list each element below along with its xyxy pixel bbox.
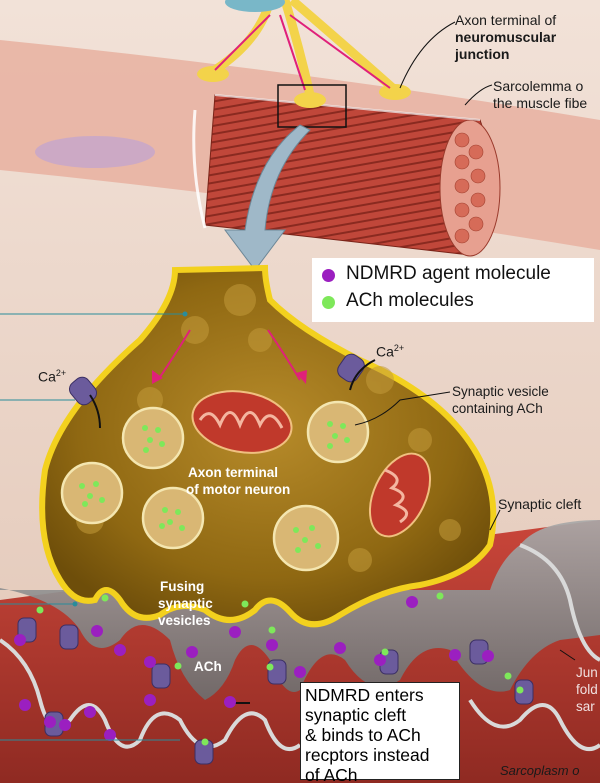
label-axon-terminal-nmj-line2: neuromuscular xyxy=(455,29,557,45)
legend: NDMRD agent molecule ACh molecules xyxy=(312,258,594,322)
label-synaptic-cleft: Synaptic cleft xyxy=(498,496,581,513)
label-axon-motor-line1: Axon terminal xyxy=(188,465,279,480)
myofibril-bundle xyxy=(192,94,501,257)
nerve-branches xyxy=(197,0,411,108)
nucleus xyxy=(35,136,155,168)
label-ca-left-text: Ca xyxy=(38,368,56,385)
calcium-channels xyxy=(68,353,365,406)
callout-line4: recptors instead xyxy=(305,745,430,765)
label-junctional-line2: fold xyxy=(576,682,598,697)
mitochondrion-1 xyxy=(191,390,293,454)
label-ca-right-text: Ca xyxy=(376,343,394,360)
label-synaptic-vesicle: Synaptic vesicle containing ACh xyxy=(452,383,549,417)
mitochondrion-2 xyxy=(368,452,432,538)
callout-line2: synaptic cleft xyxy=(305,705,407,725)
label-axon-motor-line2: of motor neuron xyxy=(186,482,291,497)
ndmrd-molecules xyxy=(14,596,494,741)
label-synaptic-vesicle-line1: Synaptic vesicle xyxy=(452,384,549,399)
label-fusing-vesicles: Fusing synaptic vesicles xyxy=(158,578,213,629)
vesicle-ach xyxy=(79,421,350,553)
label-sarcolemma-line1: Sarcolemma o xyxy=(493,78,584,94)
black-arrows xyxy=(89,359,376,704)
label-ca-left-sup: 2+ xyxy=(55,368,67,378)
label-synaptic-vesicle-line2: containing ACh xyxy=(452,401,543,416)
legend-ach-label: ACh molecules xyxy=(346,290,474,311)
callout-line3: & binds to ACh xyxy=(305,725,421,745)
label-fusing-line1: Fusing xyxy=(160,579,205,594)
legend-ndmrd-swatch xyxy=(322,269,335,282)
ca-influx-arrows xyxy=(157,329,301,381)
label-fusing-line2: synaptic xyxy=(158,596,213,611)
label-axon-terminal-nmj-line3: junction xyxy=(455,46,510,62)
cleft-ach-molecules xyxy=(36,592,524,746)
label-ca-right-sup: 2+ xyxy=(393,343,405,353)
label-axon-terminal-motor: Axon terminal of motor neuron xyxy=(186,464,290,498)
legend-ach-swatch xyxy=(322,296,335,309)
label-sarcolemma-line2: the muscle fibe xyxy=(493,95,588,111)
callout-line1: NDMRD enters xyxy=(305,685,424,705)
label-synaptic-cleft-text: Synaptic cleft xyxy=(498,496,582,512)
label-fusing-line3: vesicles xyxy=(158,613,211,628)
label-axon-terminal-nmj: Axon terminal of neuromuscular junction xyxy=(455,12,556,63)
label-junctional-line3: sar xyxy=(576,699,595,714)
legend-ndmrd-label: NDMRD agent molecule xyxy=(346,263,551,284)
ndmrd-callout: NDMRD enters synaptic cleft & binds to A… xyxy=(300,682,460,783)
label-sarcoplasm: Sarcoplasm o xyxy=(500,762,600,779)
label-ach: ACh xyxy=(194,658,222,675)
label-sarcolemma: Sarcolemma o the muscle fibe xyxy=(493,78,600,112)
callout-line5: of ACh xyxy=(305,765,358,783)
label-ach-text: ACh xyxy=(194,659,222,674)
leader-lines xyxy=(354,21,576,661)
label-junctional-folds: Jun fold sar xyxy=(576,664,600,715)
label-ca-right: Ca2+ xyxy=(376,340,404,361)
label-ca-left: Ca2+ xyxy=(38,365,66,386)
label-junctional-line1: Jun xyxy=(576,665,598,680)
label-sarcoplasm-text: Sarcoplasm o xyxy=(500,763,580,778)
vesicles xyxy=(60,400,370,572)
terminal-shading xyxy=(76,284,461,572)
zoom-box xyxy=(277,84,347,128)
teal-guides xyxy=(0,313,185,741)
label-axon-terminal-nmj-line1: Axon terminal of xyxy=(455,12,557,28)
